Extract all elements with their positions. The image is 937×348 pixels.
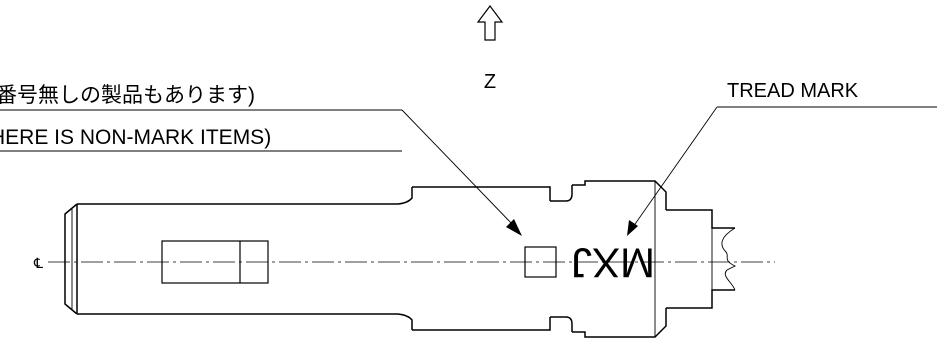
note-leader bbox=[401, 109, 522, 236]
tread-mark-leader bbox=[627, 106, 718, 236]
note-japanese: 番号無しの製品もあります) bbox=[0, 84, 255, 107]
tread-mark-label: TREAD MARK bbox=[727, 80, 859, 102]
centerline-symbol: ℄ bbox=[33, 255, 43, 271]
engraving-mark: MXJ bbox=[571, 240, 655, 287]
z-direction-arrow-icon bbox=[476, 5, 504, 41]
note-english: HERE IS NON-MARK ITEMS) bbox=[0, 126, 271, 149]
part-outline bbox=[64, 180, 737, 338]
z-axis-label: Z bbox=[484, 71, 496, 93]
